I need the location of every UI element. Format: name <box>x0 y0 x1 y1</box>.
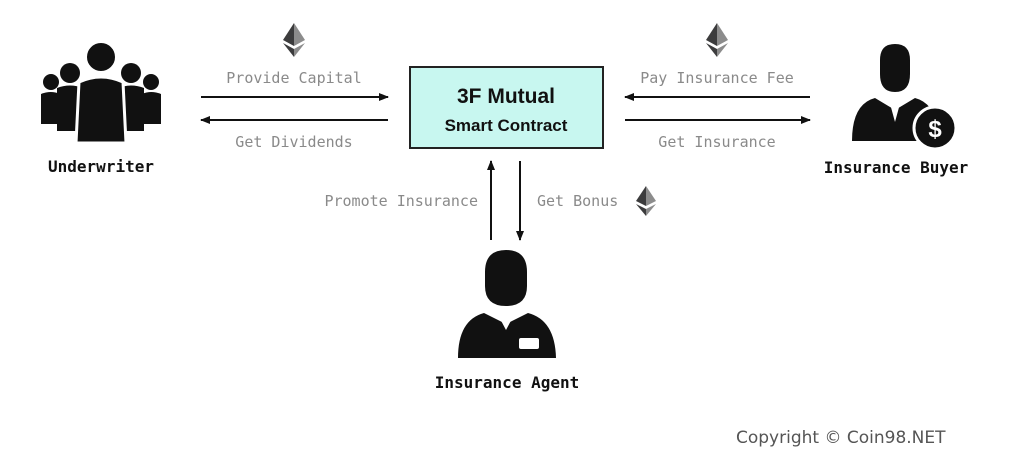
label-get-dividends: Get Dividends <box>235 133 352 151</box>
label-pay-insurance-fee: Pay Insurance Fee <box>640 69 794 87</box>
people-group-icon <box>41 41 161 145</box>
businessman-dollar-icon: $ <box>852 44 958 151</box>
contract-title: 3F Mutual <box>457 85 555 108</box>
smart-contract-box-rect <box>409 66 604 149</box>
copyright-notice: Copyright © Coin98.NET <box>736 428 946 448</box>
ethereum-icon <box>706 23 728 57</box>
smart-contract-box: 3F Mutual Smart Contract <box>409 66 604 149</box>
agent-badge-icon <box>458 250 556 358</box>
label-provide-capital: Provide Capital <box>226 69 361 87</box>
underwriter-label: Underwriter <box>48 157 154 176</box>
ethereum-icon <box>636 186 656 216</box>
svg-text:$: $ <box>928 116 942 143</box>
agent-label: Insurance Agent <box>435 373 580 392</box>
buyer-label: Insurance Buyer <box>824 158 969 177</box>
label-promote-insurance: Promote Insurance <box>324 192 478 210</box>
label-get-bonus: Get Bonus <box>537 192 618 210</box>
ethereum-icon <box>283 23 305 57</box>
contract-subtitle: Smart Contract <box>445 116 568 135</box>
label-get-insurance: Get Insurance <box>658 133 775 151</box>
